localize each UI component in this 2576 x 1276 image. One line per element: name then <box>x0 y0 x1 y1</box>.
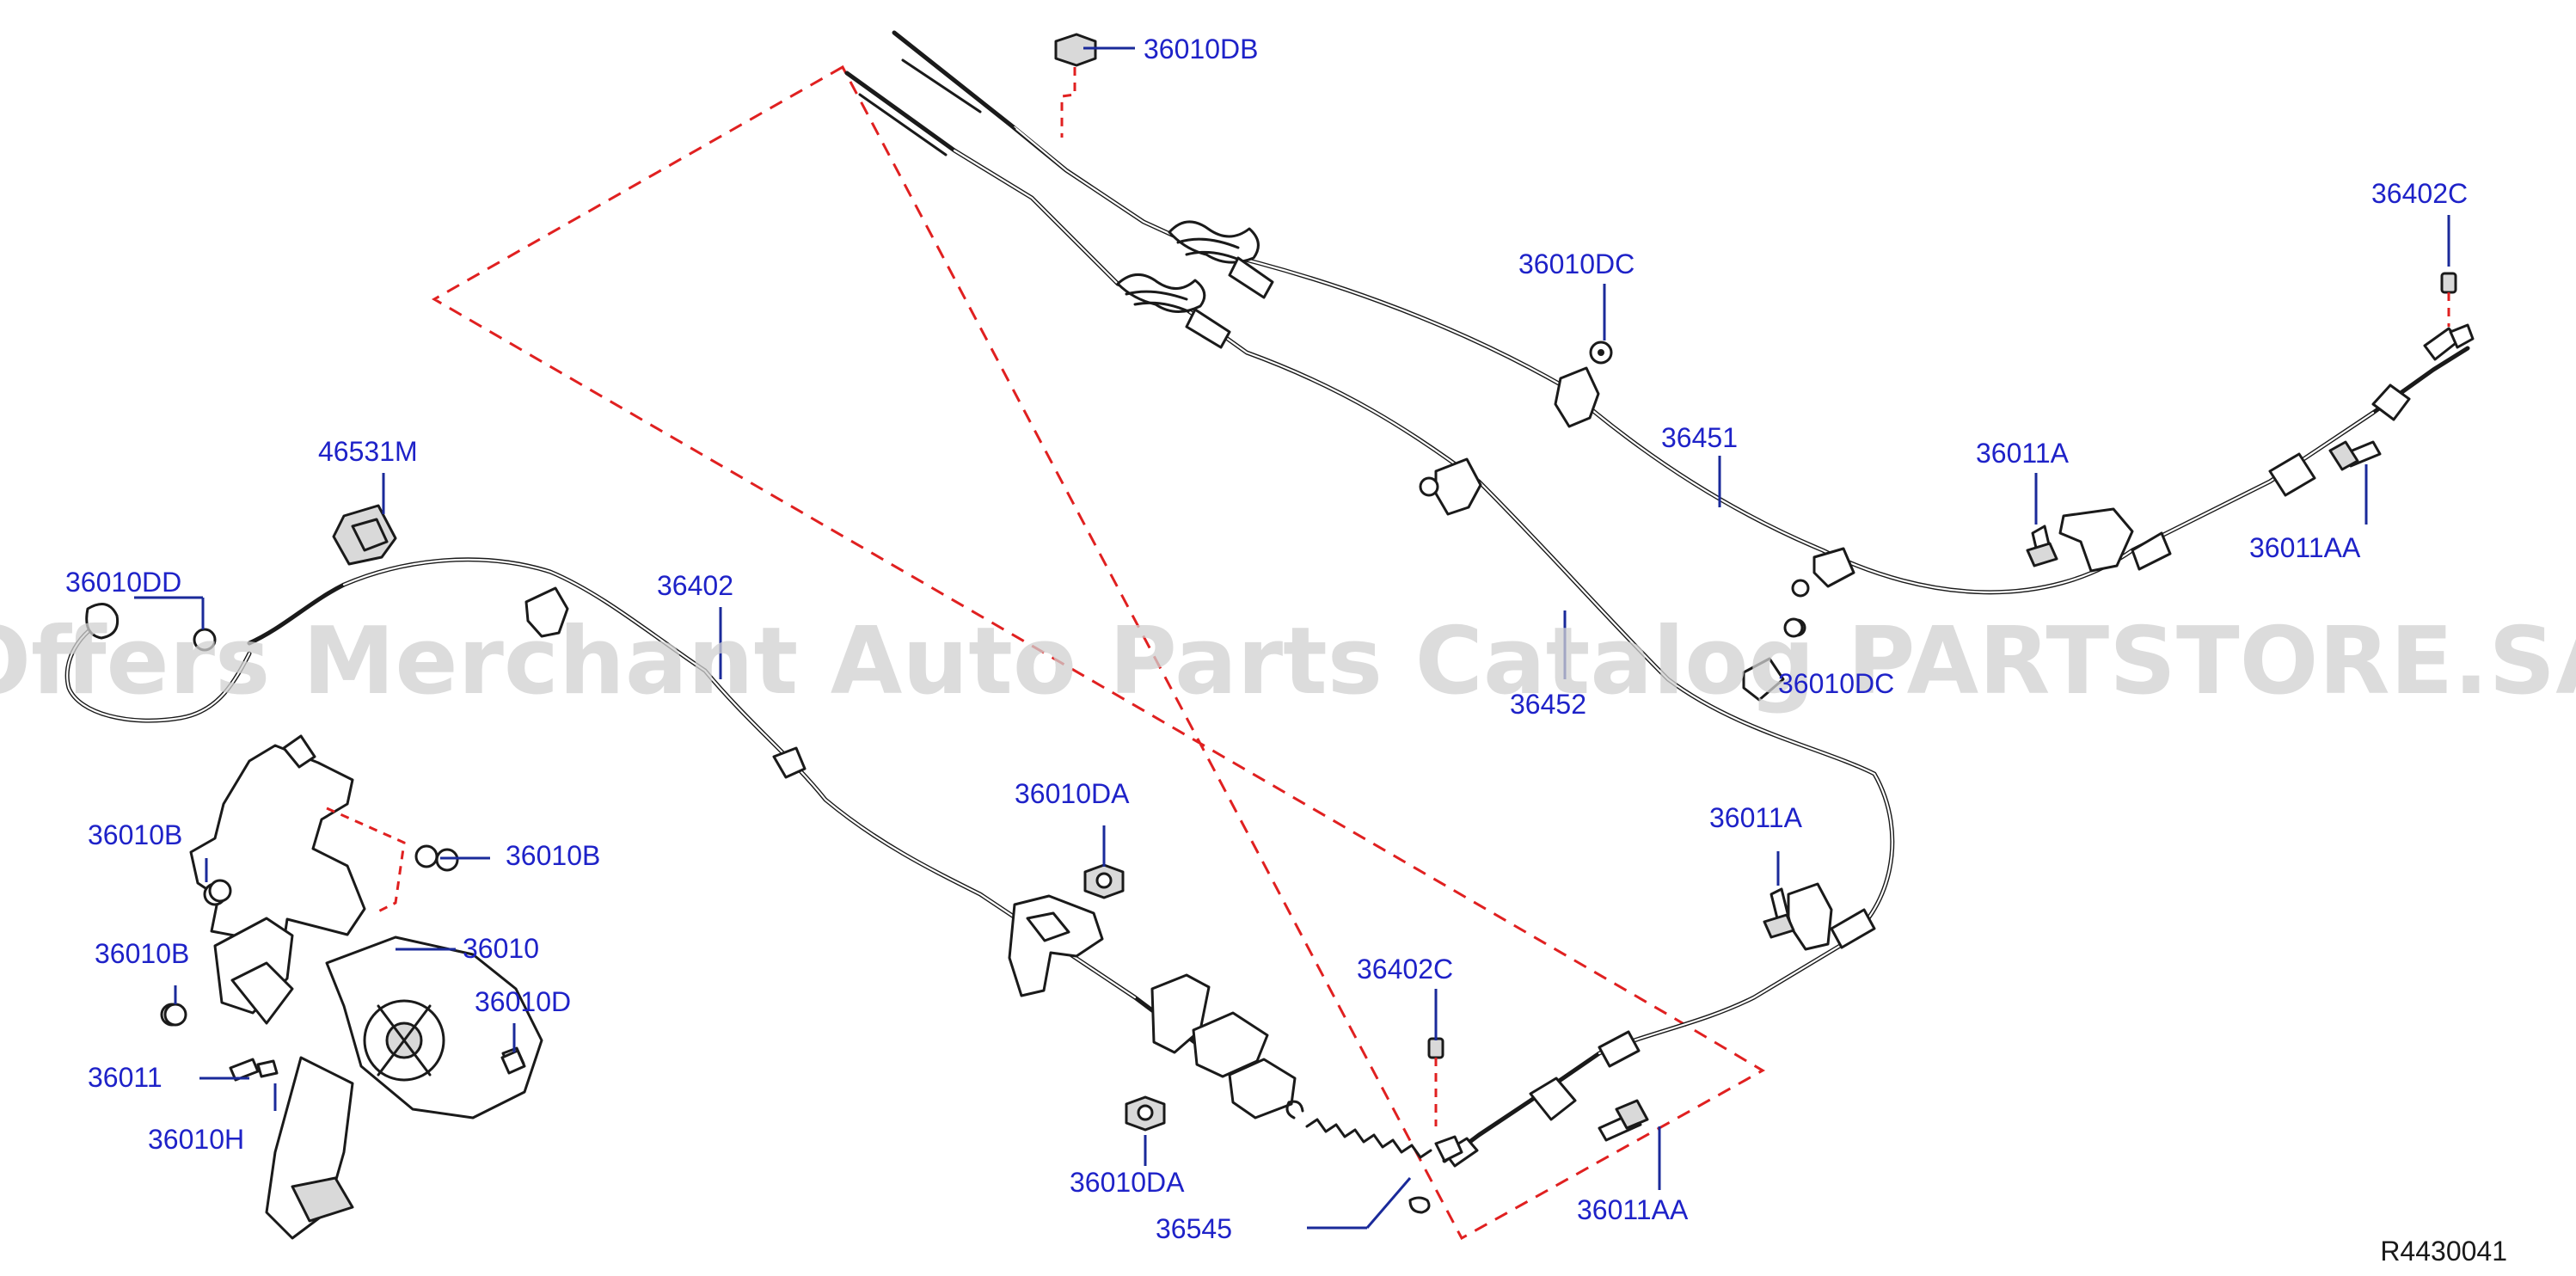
label-36011AA-upper[interactable]: 36011AA <box>2249 532 2361 563</box>
label-36010[interactable]: 36010 <box>463 933 539 964</box>
part-number-labels: 36010DB 36402C 36010DC 36451 36011A 3601… <box>65 34 2468 1244</box>
cable-assembly-outline <box>431 64 1766 1241</box>
label-36011[interactable]: 36011 <box>88 1062 163 1093</box>
label-36402[interactable]: 36402 <box>657 570 733 601</box>
label-36010DC-upper[interactable]: 36010DC <box>1518 248 1635 279</box>
label-36452[interactable]: 36452 <box>1510 689 1586 720</box>
label-36010B-left[interactable]: 36010B <box>88 819 182 850</box>
label-36402C-upper[interactable]: 36402C <box>2371 178 2468 209</box>
label-36011A-upper[interactable]: 36011A <box>1976 438 2070 469</box>
label-36402C-lower[interactable]: 36402C <box>1357 954 1453 985</box>
hardware-fasteners <box>163 33 2382 1142</box>
front-cable-36402 <box>64 504 1432 1214</box>
label-36010DC-lower[interactable]: 36010DC <box>1778 668 1894 699</box>
label-36010H[interactable]: 36010H <box>148 1124 244 1155</box>
label-46531M[interactable]: 46531M <box>318 436 418 467</box>
label-36451[interactable]: 36451 <box>1661 422 1738 453</box>
label-36011A-lower[interactable]: 36011A <box>1709 802 1803 833</box>
label-36010B-right[interactable]: 36010B <box>506 840 600 871</box>
label-36010D[interactable]: 36010D <box>475 986 571 1017</box>
label-36011AA-lower[interactable]: 36011AA <box>1577 1194 1689 1225</box>
rear-cable-36451 <box>892 30 2475 598</box>
label-36010DD[interactable]: 36010DD <box>65 567 181 598</box>
label-36545[interactable]: 36545 <box>1156 1213 1232 1244</box>
parking-brake-pedal-assembly-36010 <box>160 734 543 1240</box>
label-36010DA-lower[interactable]: 36010DA <box>1070 1167 1185 1198</box>
catalog-watermark: Offers Merchant Auto Parts Catalog PARTS… <box>0 608 2576 715</box>
label-36010B-lower[interactable]: 36010B <box>95 938 189 969</box>
diagram-reference-number: R4430041 <box>2380 1236 2507 1267</box>
red-dashed-connectors <box>326 67 2450 1126</box>
label-36010DA-upper[interactable]: 36010DA <box>1015 778 1130 809</box>
label-leaders <box>134 46 2450 1230</box>
label-36010DB[interactable]: 36010DB <box>1144 34 1258 64</box>
